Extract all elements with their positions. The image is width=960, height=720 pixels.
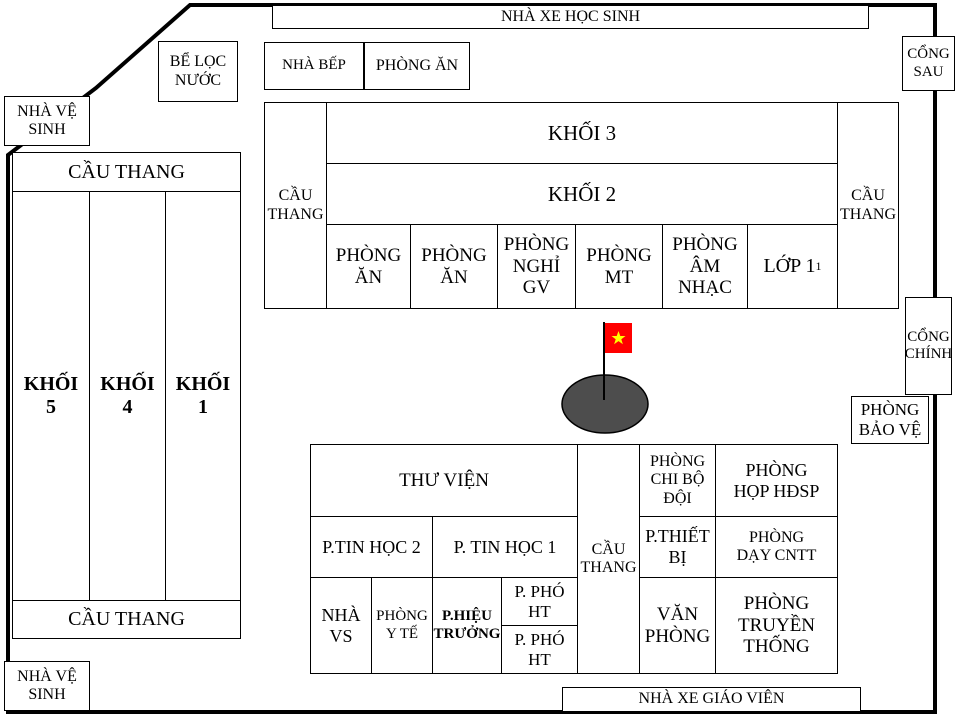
phong-truyen-thong: PHÒNG TRUYỀN THỐNG xyxy=(715,577,838,674)
khoi-3: KHỐI 3 xyxy=(326,102,838,164)
lop-1-label: LỚP 1 xyxy=(763,255,816,277)
cau-thang-main-left: CẦU THANG xyxy=(264,102,327,309)
khoi-2: KHỐI 2 xyxy=(326,163,838,225)
phong-bao-ve: PHÒNG BẢO VỆ xyxy=(851,396,929,444)
khoi-1: KHỐI 1 xyxy=(165,191,241,601)
nha-ve-sinh-top: NHÀ VỆ SINH xyxy=(4,96,90,146)
cong-sau: CỔNG SAU xyxy=(902,36,955,91)
cau-thang-main-right: CẦU THANG xyxy=(837,102,899,309)
cong-chinh: CỔNG CHÍNH xyxy=(905,297,952,395)
phong-am-nhac: PHÒNG ÂM NHẠC xyxy=(662,224,748,309)
p-tin-hoc-1: P. TIN HỌC 1 xyxy=(432,516,578,578)
phong-hop-hdsp: PHÒNG HỌP HĐSP xyxy=(715,444,838,517)
cau-thang-left-top: CẦU THANG xyxy=(12,152,241,192)
khoi-4: KHỐI 4 xyxy=(89,191,166,601)
phong-y-te: PHÒNG Y TẾ xyxy=(371,577,433,674)
p-hieu-truong: P.HIỆU TRƯỞNG xyxy=(432,577,502,674)
cau-thang-lib: CẦU THANG xyxy=(577,444,640,674)
p-tin-hoc-2: P.TIN HỌC 2 xyxy=(310,516,433,578)
p-pho-ht-1: P. PHÓ HT xyxy=(501,577,578,626)
phong-nghi-gv: PHÒNG NGHỈ GV xyxy=(497,224,576,309)
be-loc-nuoc: BỂ LỌC NƯỚC xyxy=(158,41,238,102)
phong-an-2: PHÒNG ĂN xyxy=(410,224,498,309)
thu-vien: THƯ VIỆN xyxy=(310,444,578,517)
phong-day-cntt: PHÒNG DẠY CNTT xyxy=(715,516,838,578)
p-pho-ht-2: P. PHÓ HT xyxy=(501,625,578,674)
khoi-5: KHỐI 5 xyxy=(12,191,90,601)
flag-star-icon xyxy=(611,331,626,345)
nha-xe-hoc-sinh: NHÀ XE HỌC SINH xyxy=(272,5,869,29)
van-phong: VĂN PHÒNG xyxy=(639,577,716,674)
nha-xe-giao-vien: NHÀ XE GIÁO VIÊN xyxy=(562,687,861,712)
phong-chi-bo-doi: PHÒNG CHI BỘ ĐỘI xyxy=(639,444,716,517)
phong-an-1: PHÒNG ĂN xyxy=(326,224,411,309)
nha-ve-sinh-bottom: NHÀ VỆ SINH xyxy=(4,661,90,711)
phong-an-top: PHÒNG ĂN xyxy=(364,42,470,90)
p-thiet-bi: P.THIẾT BỊ xyxy=(639,516,716,578)
nha-vs: NHÀ VS xyxy=(310,577,372,674)
nha-bep: NHÀ BẾP xyxy=(264,42,364,90)
cau-thang-left-bottom: CẦU THANG xyxy=(12,600,241,639)
lop-1-superscript: 1 xyxy=(815,258,822,273)
